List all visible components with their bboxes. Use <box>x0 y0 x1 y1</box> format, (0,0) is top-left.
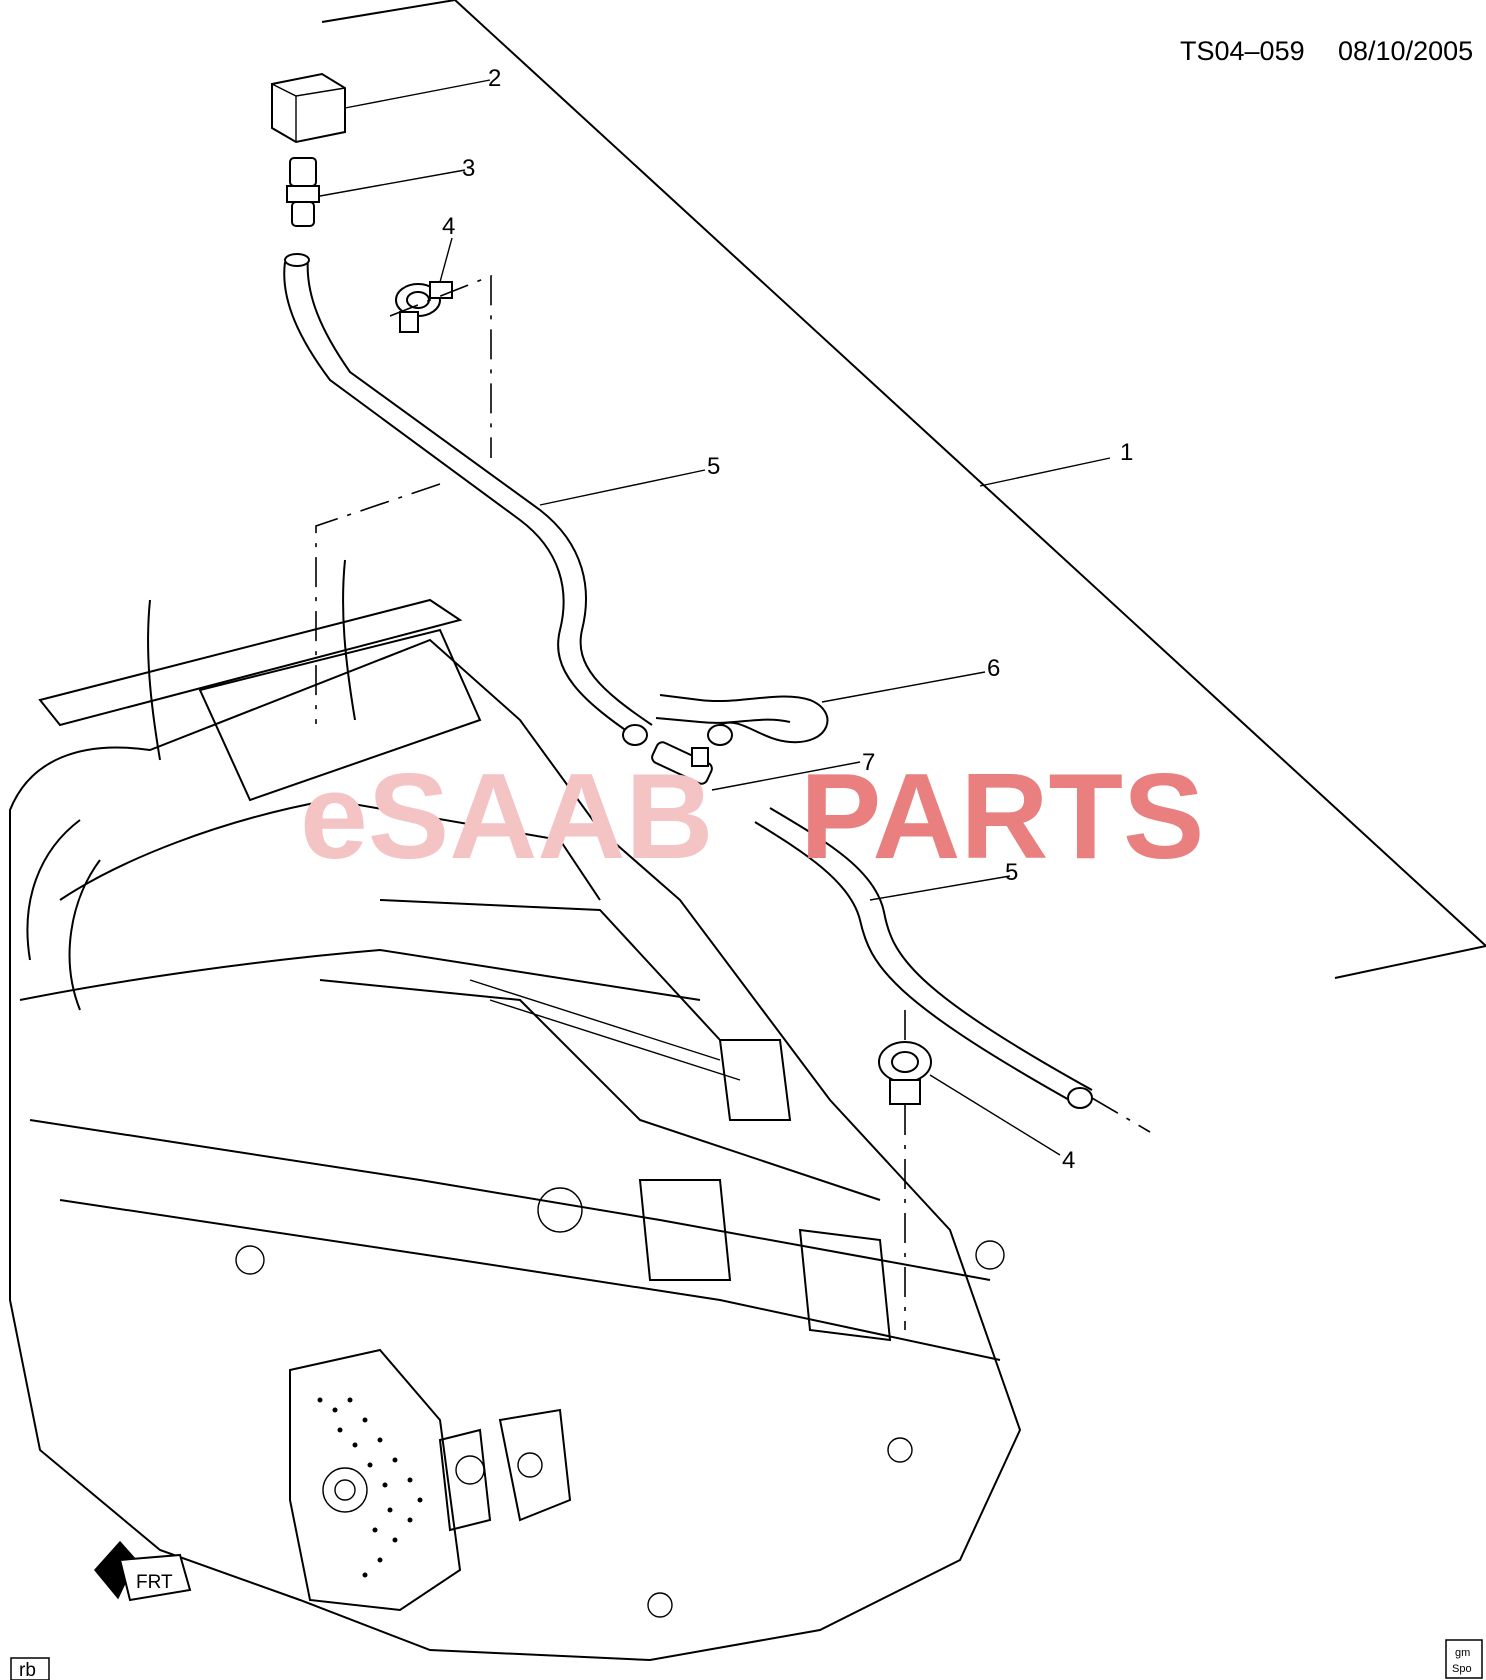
front-marker-label: FRT <box>136 1572 173 1593</box>
artist-initials-box: rb <box>10 1657 50 1680</box>
callout-6: 6 <box>987 655 1000 682</box>
assembly-bracket <box>321 0 1486 979</box>
tee-fitting <box>651 741 861 791</box>
upper-clamp <box>389 237 492 458</box>
watermark-prefix: eSAAB <box>300 748 714 884</box>
callout-1: 1 <box>1120 439 1133 466</box>
callout-2: 2 <box>488 65 501 92</box>
upper-hose <box>283 253 706 746</box>
bent-hose <box>655 671 986 746</box>
callout-4-bottom: 4 <box>1062 1147 1075 1174</box>
front-marker: FRT <box>94 1540 192 1602</box>
callout-5-top: 5 <box>707 453 720 480</box>
part-cap <box>271 72 491 144</box>
logo-line-2: Spo <box>1452 1663 1472 1675</box>
callout-4-top: 4 <box>442 213 455 240</box>
lower-clamp <box>878 1000 1061 1330</box>
callout-5-bottom: 5 <box>1005 859 1018 886</box>
drawing-date: 08/10/2005 <box>1338 36 1473 66</box>
drawing-id: TS04–059 <box>1180 36 1305 66</box>
part-connector <box>286 157 466 227</box>
valve-dots <box>317 1397 423 1578</box>
artist-initials: rb <box>19 1660 36 1680</box>
callout-3: 3 <box>462 155 475 182</box>
transmission <box>9 483 1022 1662</box>
logo-line-1: gm <box>1455 1647 1470 1659</box>
watermark-suffix: PARTS <box>800 748 1204 884</box>
callout-7: 7 <box>862 749 875 776</box>
gm-spo-logo: gm Spo <box>1445 1639 1483 1679</box>
lower-hose <box>754 807 1151 1133</box>
watermark: eSAAB PARTS <box>300 748 1204 884</box>
